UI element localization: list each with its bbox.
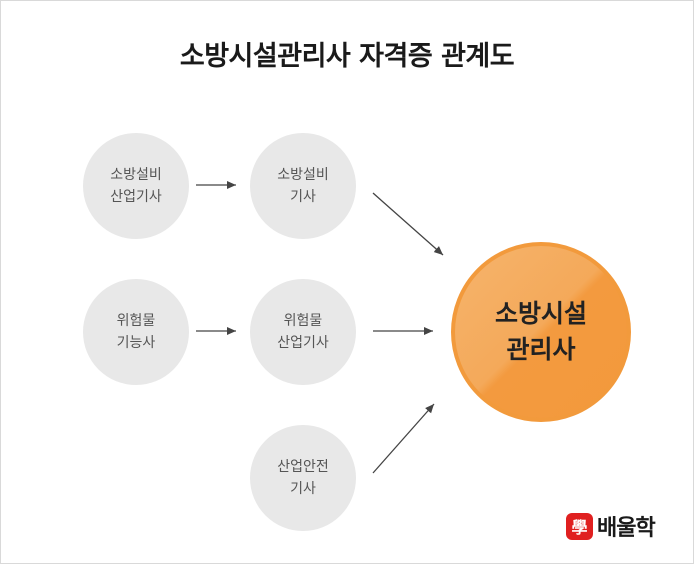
brand-logo: 學 배울학	[566, 510, 656, 542]
node-hazmat-industrial-engineer: 위험물 산업기사	[250, 279, 356, 385]
brand-seal-icon: 學	[566, 512, 593, 540]
arrow-fire-engineer-to-target	[372, 192, 444, 256]
node-label-line: 소방설비	[110, 167, 162, 183]
node-fire-equipment-engineer: 소방설비 기사	[250, 133, 356, 239]
node-fire-equipment-industrial-engineer: 소방설비 산업기사	[83, 133, 189, 239]
node-hazmat-craftsman: 위험물 기능사	[83, 279, 189, 385]
node-label-line: 산업기사	[110, 189, 162, 205]
target-label-line: 소방시설	[494, 299, 587, 328]
target-node-fire-facility-manager: 소방시설 관리사	[451, 242, 631, 422]
node-label-line: 기사	[290, 189, 316, 205]
brand-name: 배울학	[597, 516, 656, 541]
node-label-line: 위험물	[283, 313, 323, 329]
target-label-line: 관리사	[506, 335, 576, 364]
arrow-industrial-safety-to-target	[372, 403, 435, 474]
node-label-line: 위험물	[116, 313, 156, 329]
node-industrial-safety-engineer: 산업안전 기사	[250, 425, 356, 531]
diagram-title: 소방시설관리사 자격증 관계도	[179, 41, 515, 72]
node-label-line: 소방설비	[277, 167, 329, 183]
node-label-line: 산업안전	[277, 459, 329, 475]
node-label-line: 기사	[290, 481, 316, 497]
node-label-line: 기능사	[116, 335, 156, 351]
node-label-line: 산업기사	[277, 335, 329, 351]
